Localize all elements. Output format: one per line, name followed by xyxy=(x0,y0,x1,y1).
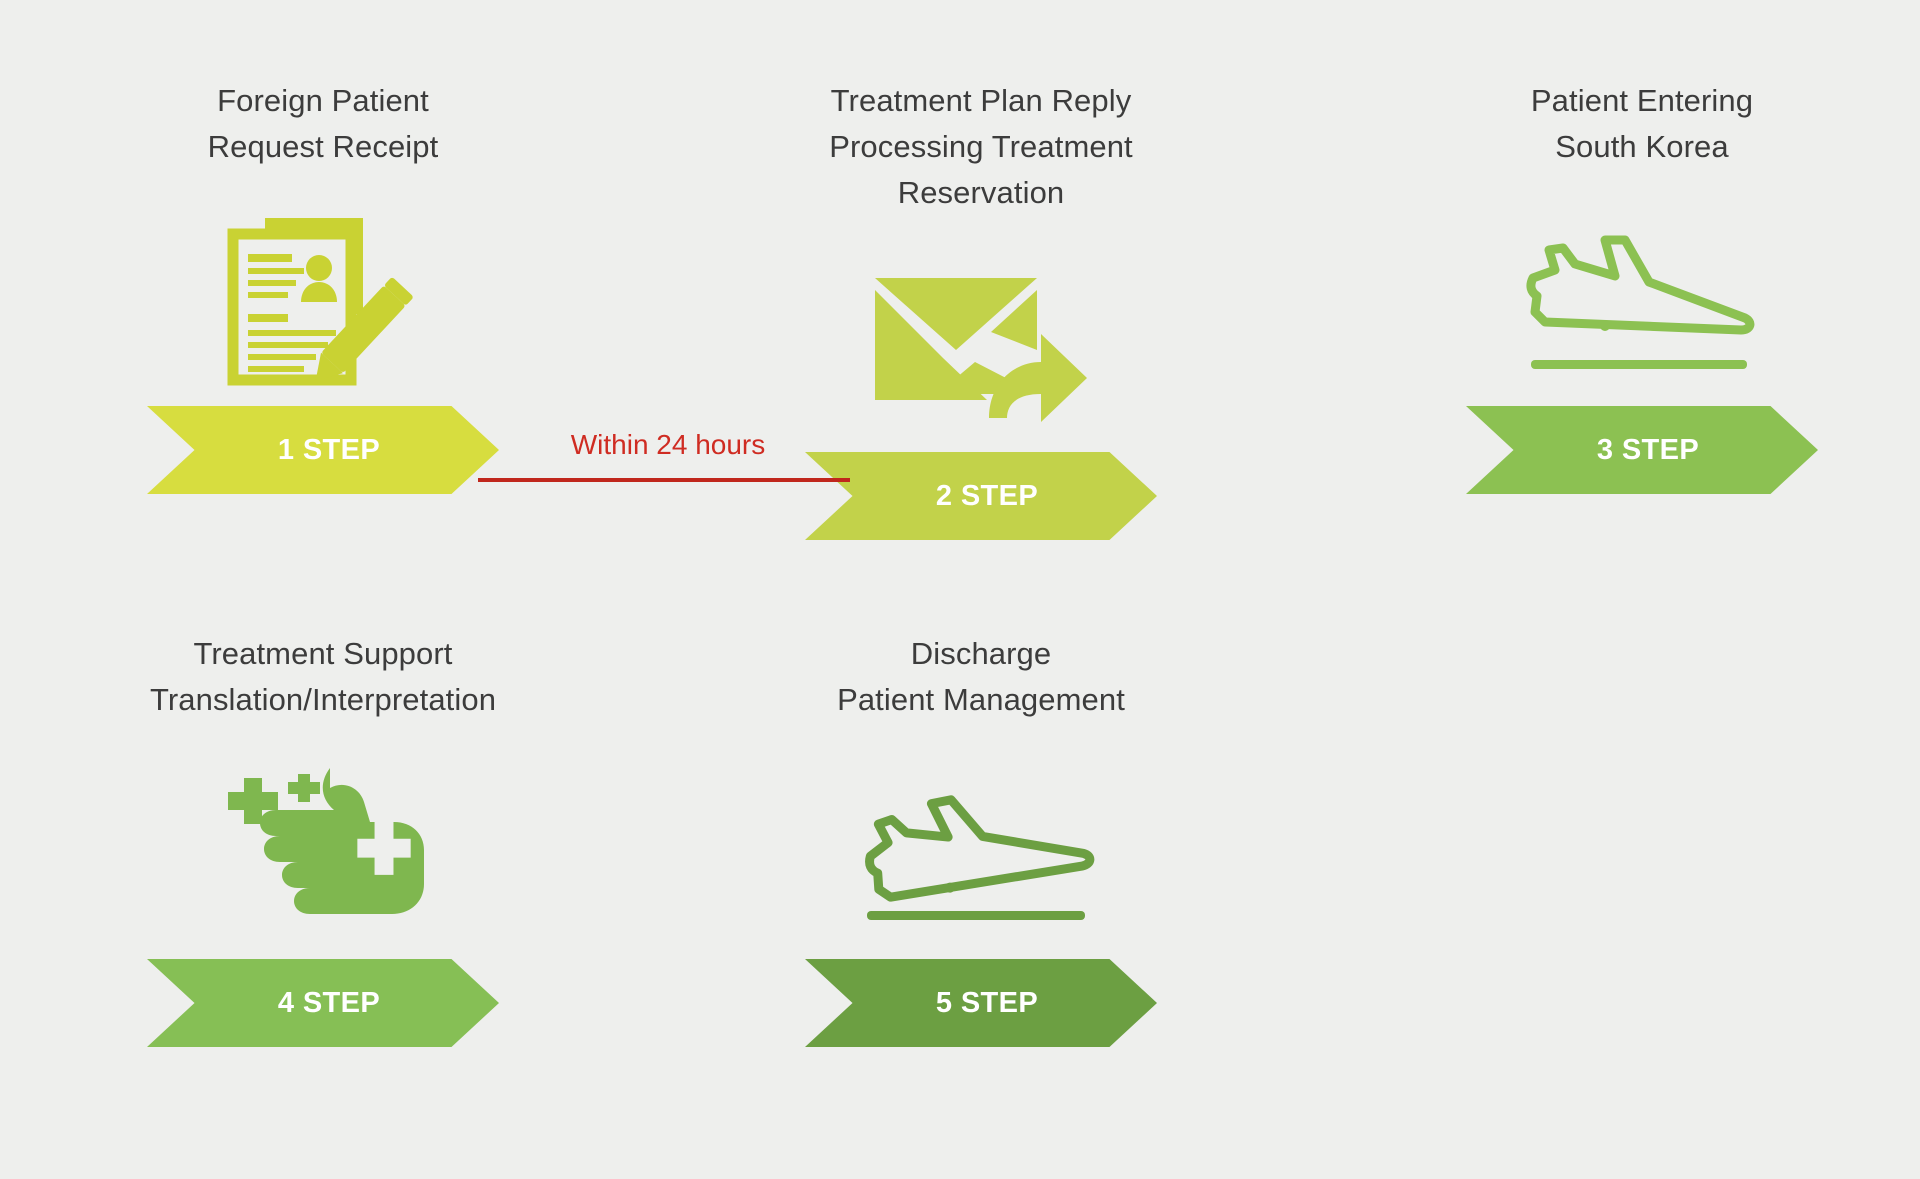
step-badge-label-1: 1 STEP xyxy=(277,433,381,466)
medical-hand-cross-icon xyxy=(228,768,424,914)
step-badge-5[interactable]: 5 STEP xyxy=(805,959,1157,1047)
airplane-landing-icon xyxy=(1526,235,1755,369)
step-title-5: Discharge Patient Management xyxy=(837,636,1125,717)
step-icon-4 xyxy=(113,749,533,959)
step-badge-4[interactable]: 4 STEP xyxy=(147,959,499,1047)
step-card-3: Patient Entering South Korea 3 STEP xyxy=(1432,78,1852,494)
step-icon-3 xyxy=(1432,196,1852,406)
step-card-5: Discharge Patient Management 5 STEP xyxy=(771,631,1191,1047)
step-badge-label-4: 4 STEP xyxy=(277,986,381,1019)
step-icon-1 xyxy=(113,196,533,406)
step-badge-1[interactable]: 1 STEP xyxy=(147,406,499,494)
step-badge-label-2: 2 STEP xyxy=(935,479,1039,512)
step-title-1: Foreign Patient Request Receipt xyxy=(207,83,439,164)
step-badge-label-3: 3 STEP xyxy=(1596,433,1700,466)
step-icon-5 xyxy=(771,749,1191,959)
step-title-4: Treatment Support Translation/Interpreta… xyxy=(149,636,497,717)
step-card-4: Treatment Support Translation/Interpreta… xyxy=(113,631,533,1047)
step-badge-label-5: 5 STEP xyxy=(935,986,1039,1019)
step-card-2: Treatment Plan Reply Processing Treatmen… xyxy=(771,78,1191,540)
step-badge-3[interactable]: 3 STEP xyxy=(1466,406,1818,494)
step-title-3: Patient Entering South Korea xyxy=(1530,83,1754,164)
envelope-forward-icon xyxy=(875,278,1087,422)
document-form-pencil-icon xyxy=(227,218,413,386)
step-badge-2[interactable]: 2 STEP xyxy=(805,452,1157,540)
airplane-takeoff-icon xyxy=(865,795,1095,920)
connector-label: Within 24 hours xyxy=(570,429,766,460)
step-card-1: Foreign Patient Request Receipt xyxy=(113,78,533,494)
step-icon-2 xyxy=(771,242,1191,452)
connector-line-step1-step2 xyxy=(478,478,850,482)
step-title-2: Treatment Plan Reply Processing Treatmen… xyxy=(829,83,1133,210)
